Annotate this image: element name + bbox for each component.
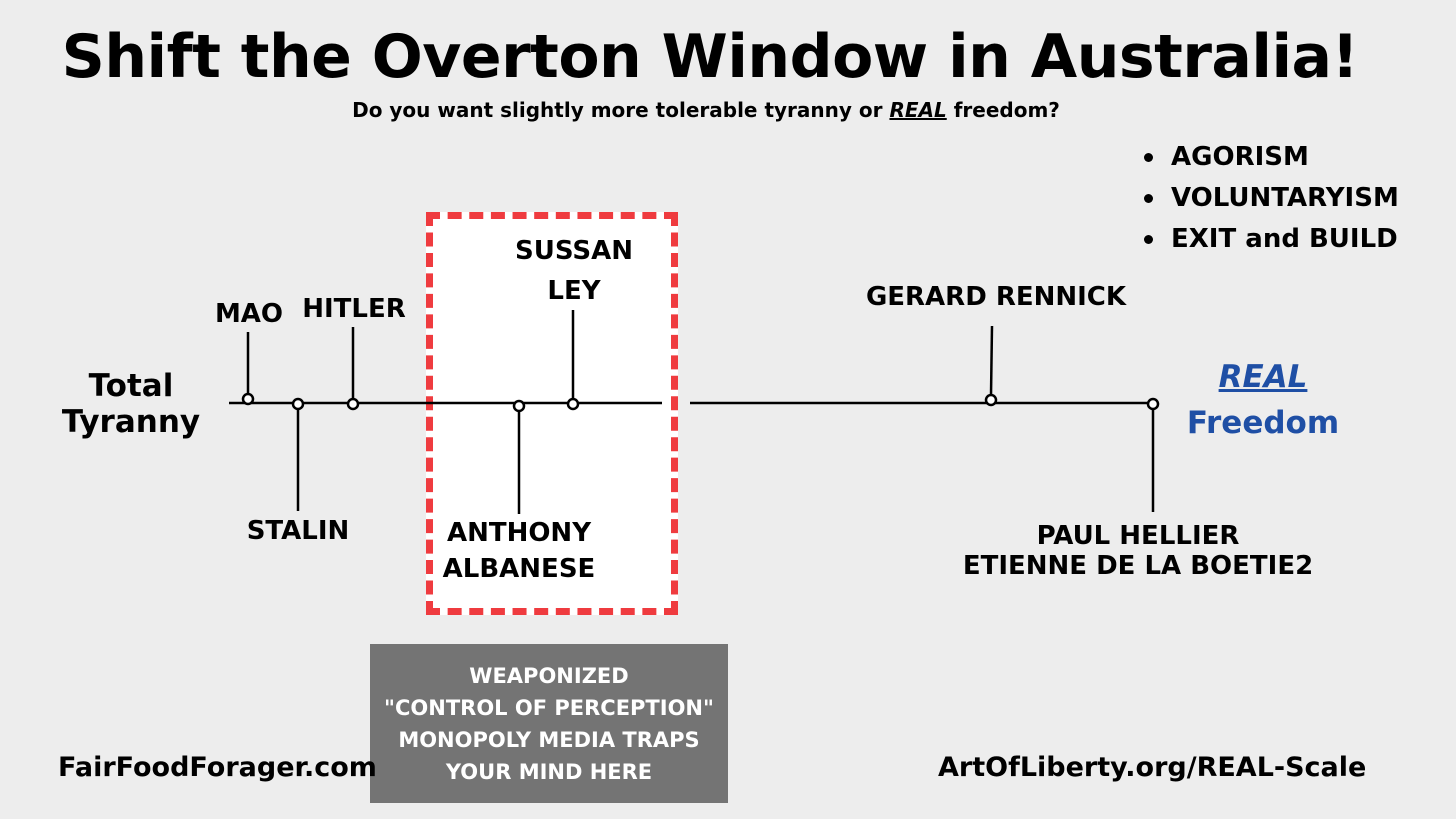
label-albanese-line1: ANTHONY (446, 518, 592, 548)
left-end-label: Total Tyranny (40, 368, 222, 440)
right-end-line1: REAL (1218, 359, 1308, 395)
marker-albanese (512, 399, 526, 413)
marker-ley (566, 397, 580, 411)
footer-right-site: ArtOfLiberty.org/REAL-Scale (938, 752, 1367, 783)
label-hitler: HITLER (302, 294, 406, 324)
marker-mao (241, 392, 255, 406)
tick-rennick (989, 325, 994, 396)
marker-rennick (984, 393, 998, 407)
overton-window-box (426, 212, 678, 615)
media-trap-box: WEAPONIZED "CONTROL OF PERCEPTION" MONOP… (370, 644, 728, 803)
footer-left-site: FairFoodForager.com (58, 752, 377, 783)
media-box-line4: YOUR MIND HERE (445, 759, 653, 784)
right-end-line2: Freedom (1186, 405, 1340, 441)
label-stalin: STALIN (246, 516, 350, 546)
media-box-line2: "CONTROL OF PERCEPTION" (384, 695, 714, 720)
label-ley: SUSSAN LEY (494, 236, 654, 306)
bullet-list: AGORISM VOLUNTARYISM EXIT and BUILD (1140, 138, 1399, 261)
label-mao: MAO (214, 299, 284, 329)
label-albanese: ANTHONY ALBANESE (424, 518, 614, 584)
media-box-line1: WEAPONIZED (469, 663, 629, 688)
marker-stalin (291, 397, 305, 411)
label-ley-line1: SUSSAN (514, 236, 633, 266)
subtitle: Do you want slightly more tolerable tyra… (0, 98, 1412, 122)
subtitle-after: freedom? (946, 98, 1060, 122)
label-hellier-line1: PAUL HELLIER (1036, 521, 1240, 551)
marker-hellier (1146, 397, 1160, 411)
label-ley-line2: LEY (547, 276, 601, 306)
left-end-line2: Tyranny (61, 404, 201, 440)
label-hellier: PAUL HELLIER ETIENNE DE LA BOETIE2 (948, 521, 1328, 581)
label-albanese-line2: ALBANESE (442, 554, 596, 584)
media-box-line3: MONOPOLY MEDIA TRAPS (398, 727, 700, 752)
subtitle-emphasis: REAL (889, 98, 947, 122)
marker-hitler (346, 397, 360, 411)
right-end-label: REAL Freedom (1168, 358, 1358, 450)
left-end-line1: Total (88, 368, 174, 404)
subtitle-before: Do you want slightly more tolerable tyra… (352, 98, 890, 122)
label-rennick: GERARD RENNICK (865, 282, 1127, 312)
bullet-item-exit-build: EXIT and BUILD (1140, 220, 1399, 261)
label-hellier-line2: ETIENNE DE LA BOETIE2 (962, 551, 1314, 581)
bullet-item-agorism: AGORISM (1140, 138, 1399, 179)
bullet-item-voluntaryism: VOLUNTARYISM (1140, 179, 1399, 220)
page-title: Shift the Overton Window in Australia! (61, 22, 1359, 92)
